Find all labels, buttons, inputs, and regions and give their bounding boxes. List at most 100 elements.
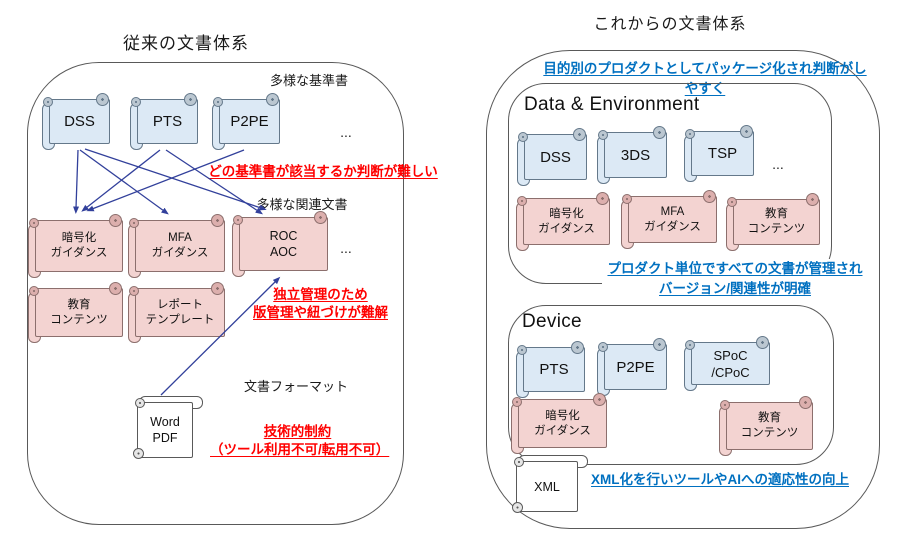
doc-label: 教育 コンテンツ	[747, 208, 806, 235]
scroll-curl-icon	[109, 282, 122, 295]
scroll-curl-icon	[512, 502, 523, 513]
doc-dss-right: DSS	[517, 128, 587, 186]
scroll-curl-icon	[653, 126, 666, 139]
doc-spoc-cpoc: SPoC /CPoC	[684, 336, 770, 391]
scroll-curl-icon	[685, 129, 695, 139]
issue-tech-note: 技術的制約 （ツール利用不可/転用不可）	[210, 424, 390, 457]
doc-label: TSP	[707, 145, 738, 162]
scroll-curl-icon	[727, 197, 737, 207]
scroll-curl-icon	[314, 211, 327, 224]
scroll-curl-icon	[29, 286, 39, 296]
scroll-curl-icon	[518, 132, 528, 142]
scroll-curl-icon	[685, 340, 695, 350]
scroll-curl-icon	[517, 196, 527, 206]
scroll-curl-icon	[514, 457, 524, 467]
doc-label: DSS	[64, 113, 95, 130]
doc-dss: DSS	[42, 93, 110, 150]
scroll-curl-icon	[740, 125, 753, 138]
scroll-curl-icon	[720, 400, 730, 410]
doc-tsp: TSP	[684, 125, 754, 182]
doc-roc-aoc: ROC AOC	[232, 211, 328, 277]
scroll-curl-icon	[703, 190, 716, 203]
doc-pts-device: PTS	[516, 341, 585, 398]
doc-crypto-guidance: 暗号化 ガイダンス	[28, 214, 123, 278]
doc-label: 教育 コンテンツ	[740, 412, 799, 439]
scroll-curl-icon	[799, 396, 812, 409]
doc-3ds: 3DS	[597, 126, 667, 184]
scroll-curl-icon	[133, 448, 144, 459]
benefit-package-note: 目的別のプロダクトとしてパッケージ化され判断がしやすく	[543, 61, 867, 96]
format-label: 文書フォーマット	[243, 379, 348, 394]
scroll-curl-icon	[517, 345, 527, 355]
doc-xml: XML	[512, 455, 588, 513]
doc-label: P2PE	[616, 358, 655, 376]
issue-judge-note: どの基準書が該当するか判断が難しい	[208, 164, 438, 179]
doc-label: 暗号化 ガイダンス	[538, 207, 595, 235]
scroll-curl-icon	[598, 342, 608, 352]
scroll-curl-icon	[131, 97, 141, 107]
scroll-curl-icon	[598, 130, 608, 140]
device-group	[508, 305, 834, 465]
standards-label: 多様な基準書	[269, 73, 348, 88]
doc-label: 3DS	[620, 146, 651, 164]
scroll-curl-icon	[756, 336, 769, 349]
scroll-curl-icon	[266, 93, 279, 106]
scroll-curl-icon	[233, 215, 243, 225]
scroll-curl-icon	[211, 214, 224, 227]
scroll-curl-icon	[184, 93, 197, 106]
issue-manage-note: 独立管理のため 版管理や紐づけが難解	[253, 287, 388, 320]
doc-label: SPoC /CPoC	[711, 347, 750, 380]
future-system-panel	[486, 50, 880, 529]
scroll-curl-icon	[109, 214, 122, 227]
scroll-curl-icon	[213, 97, 223, 107]
doc-word-pdf: Word PDF	[133, 396, 203, 459]
scroll-curl-icon	[43, 97, 53, 107]
doc-label: MFA ガイダンス	[644, 205, 701, 233]
doc-crypto-guidance-de: 暗号化 ガイダンス	[516, 192, 610, 251]
doc-edu-content-device: 教育 コンテンツ	[719, 396, 813, 456]
scroll-curl-icon	[593, 393, 606, 406]
doc-edu-content-de: 教育 コンテンツ	[726, 193, 820, 251]
doc-mfa-guidance: MFA ガイダンス	[128, 214, 225, 278]
legacy-system-panel	[27, 62, 404, 525]
right-title: これからの文書体系	[593, 16, 747, 33]
scroll-curl-icon	[622, 194, 632, 204]
doc-label: 暗号化 ガイダンス	[534, 409, 591, 437]
device-label: Device	[522, 311, 582, 332]
doc-label: ROC AOC	[269, 229, 298, 259]
scroll-curl-icon	[29, 218, 39, 228]
doc-edu-content: 教育 コンテンツ	[28, 282, 123, 343]
scroll-curl-icon	[211, 282, 224, 295]
doc-label: Word PDF	[150, 415, 180, 445]
scroll-curl-icon	[806, 193, 819, 206]
benefit-xml-note: XML化を行いツールやAIへの適応性の向上	[591, 472, 849, 487]
scroll-curl-icon	[573, 128, 586, 141]
doc-pts: PTS	[130, 93, 198, 150]
doc-label: DSS	[540, 148, 571, 166]
doc-label: PTS	[152, 113, 183, 130]
scroll-curl-icon	[96, 93, 109, 106]
doc-crypto-guidance-device: 暗号化 ガイダンス	[511, 393, 607, 454]
doc-mfa-guidance-de: MFA ガイダンス	[621, 190, 717, 249]
ellipsis: ...	[772, 156, 784, 172]
doc-label: XML	[534, 479, 560, 494]
scroll-curl-icon	[135, 398, 145, 408]
ellipsis: ...	[340, 124, 352, 140]
doc-report-template: レポート テンプレート	[128, 282, 225, 343]
related-docs-label: 多様な関連文書	[256, 197, 348, 212]
scroll-curl-icon	[653, 338, 666, 351]
benefit-manage-note: プロダクト単位ですべての文書が管理され バージョン/関連性が明確	[602, 259, 868, 298]
scroll-curl-icon	[512, 397, 522, 407]
doc-label: PTS	[539, 361, 569, 378]
left-title: 従来の文書体系	[123, 34, 249, 53]
doc-label: MFA ガイダンス	[151, 232, 209, 259]
doc-p2pe: P2PE	[212, 93, 280, 150]
scroll-curl-icon	[571, 341, 584, 354]
scroll-curl-icon	[596, 192, 609, 205]
data-env-label: Data & Environment	[524, 94, 700, 115]
doc-label: P2PE	[230, 113, 269, 130]
scroll-curl-icon	[129, 286, 139, 296]
doc-p2pe-device: P2PE	[597, 338, 667, 396]
doc-label: 教育 コンテンツ	[50, 298, 108, 326]
